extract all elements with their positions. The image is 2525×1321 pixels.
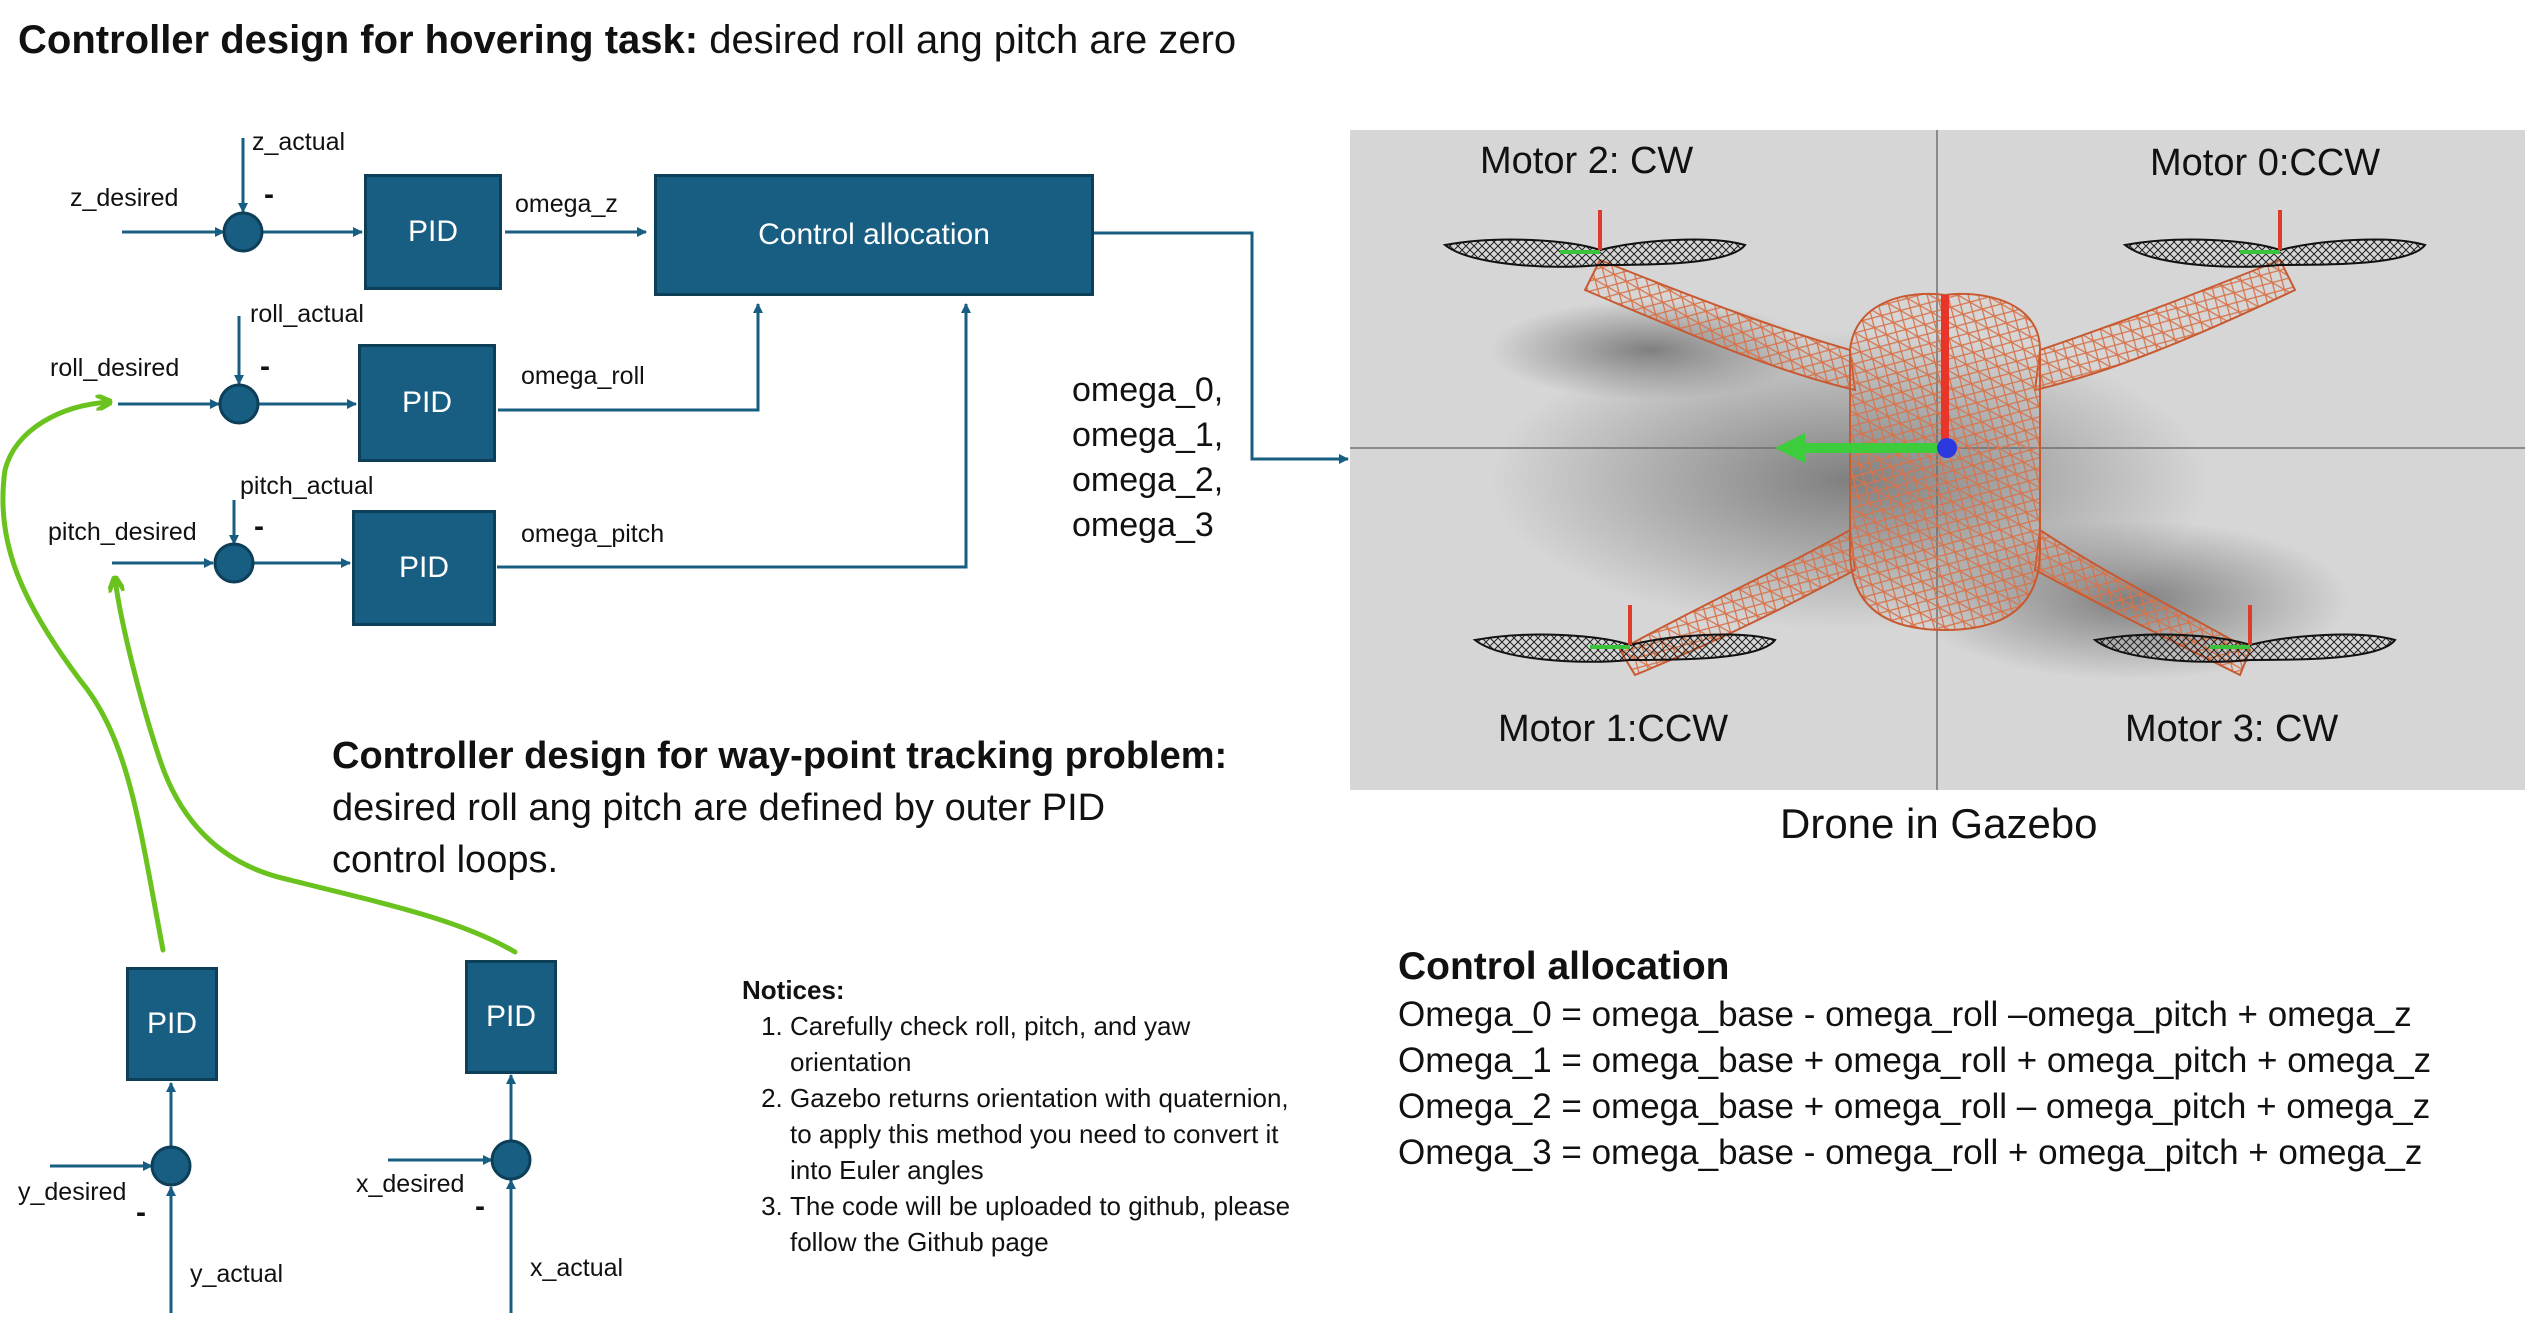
pid-z-block: PID [364,174,502,290]
omega-output-3: omega_3 [1072,506,1214,544]
omega-pitch-label: omega_pitch [521,520,665,548]
motor-1-label: Motor 1:CCW [1498,708,1729,750]
pitch-sum-junction [213,542,255,584]
notices-list: Carefully check roll, pitch, and yaw ori… [742,1008,1310,1260]
waypoint-line-2: desired roll ang pitch are defined by ou… [332,787,1106,829]
motor-2-label: Motor 2: CW [1480,140,1694,182]
control-allocation-heading: Control allocation [1398,945,1730,988]
roll-desired-label: roll_desired [50,354,180,382]
x-desired-label: x_desired [356,1170,465,1198]
z-minus-sign: - [264,178,274,211]
omega-output-list: omega_0, omega_1, omega_2, omega_3 [1072,368,1223,548]
roll-actual-label: roll_actual [250,300,364,328]
page-title: Controller design for hovering task: des… [18,18,1236,63]
motor-3-label: Motor 3: CW [2125,708,2339,750]
pid-roll-block: PID [358,344,496,462]
control-allocation-equations: Control allocation Omega_0 = omega_base … [1398,944,2431,1176]
equation-omega-0: Omega_0 = omega_base - omega_roll –omega… [1398,995,2412,1034]
equation-omega-3: Omega_3 = omega_base - omega_roll + omeg… [1398,1133,2423,1172]
omega-roll-wire [498,303,763,412]
notice-item: Carefully check roll, pitch, and yaw ori… [790,1008,1310,1080]
waypoint-description: Controller design for way-point tracking… [332,730,1227,886]
pitch-desired-label: pitch_desired [48,518,197,546]
equation-omega-2: Omega_2 = omega_base + omega_roll – omeg… [1398,1087,2431,1126]
motor-0-label: Motor 0:CCW [2150,142,2381,184]
notices-heading: Notices: [742,975,845,1005]
x-minus-sign: - [475,1190,485,1223]
drone-illustration [1350,130,2525,790]
pid-x-block: PID [465,960,557,1074]
omega-output-0: omega_0, [1072,371,1224,409]
y-sum-junction [150,1145,192,1187]
waypoint-title: Controller design for way-point tracking… [332,735,1228,777]
omega-output-1: omega_1, [1072,416,1224,454]
notice-item: Gazebo returns orientation with quaterni… [790,1080,1310,1188]
roll-sum-junction [218,383,260,425]
omega-roll-label: omega_roll [521,362,645,390]
notice-item: The code will be uploaded to github, ple… [790,1188,1310,1260]
omega-pitch-wire [497,303,971,569]
x-actual-label: x_actual [530,1254,624,1282]
title-bold: Controller design for hovering task: [18,18,699,62]
pitch-actual-label: pitch_actual [240,472,374,500]
y-minus-sign: - [136,1196,146,1229]
y-desired-label: y_desired [18,1178,127,1206]
title-rest: desired roll ang pitch are zero [698,18,1237,62]
allocation-output-wire [1094,231,1349,464]
waypoint-line-3: control loops. [332,839,559,881]
drone-gazebo-view: Motor 2: CW Motor 0:CCW Motor 1:CCW Moto… [1350,130,2525,790]
omega-z-label: omega_z [515,190,618,218]
omega-output-2: omega_2, [1072,461,1224,499]
pid-pitch-block: PID [352,510,496,626]
control-allocation-block: Control allocation [654,174,1094,296]
z-sum-junction [222,211,264,253]
x-sum-junction [490,1139,532,1181]
drone-caption: Drone in Gazebo [1780,800,2098,847]
roll-minus-sign: - [260,350,270,383]
y-actual-label: y_actual [190,1260,284,1288]
notices-section: Notices: Carefully check roll, pitch, an… [742,972,1310,1260]
pid-y-block: PID [126,967,218,1081]
equation-omega-1: Omega_1 = omega_base + omega_roll + omeg… [1398,1041,2432,1080]
roll-feedback-arrow [0,402,166,953]
z-desired-label: z_desired [70,184,179,212]
pitch-feedback-arrow [115,578,518,955]
z-actual-label: z_actual [252,128,346,156]
pitch-minus-sign: - [254,510,264,543]
